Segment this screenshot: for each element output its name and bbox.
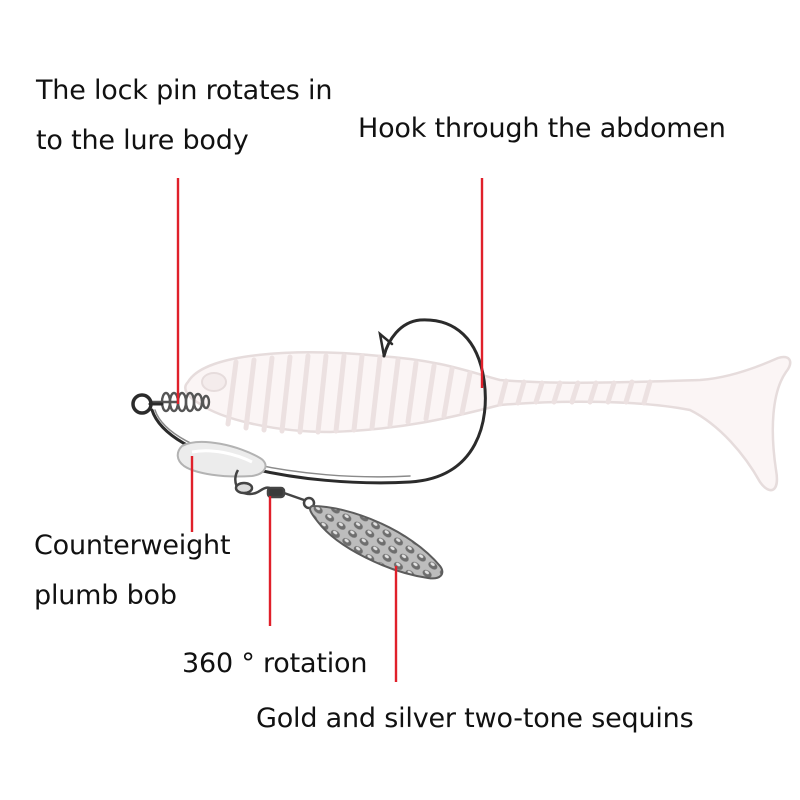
label-sequins: Gold and silver two-tone sequins xyxy=(256,703,694,734)
hook-eye xyxy=(131,393,153,415)
label-lock-pin-line2: to the lure body xyxy=(36,125,249,156)
lock-pin-spring xyxy=(152,391,211,413)
label-rotation: 360 ° rotation xyxy=(182,648,368,679)
spinner-blade xyxy=(309,504,444,580)
label-lock-pin: The lock pin rotates in to the lure body xyxy=(36,66,332,166)
label-lock-pin-line1: The lock pin rotates in xyxy=(36,75,333,106)
lure-eye xyxy=(201,372,227,392)
counterweight xyxy=(176,440,267,478)
label-counterweight-line2: plumb bob xyxy=(34,580,177,611)
label-counterweight: Counterweight plumb bob xyxy=(34,521,231,621)
label-hook: Hook through the abdomen xyxy=(358,113,726,144)
lure-body xyxy=(184,351,792,492)
hook xyxy=(131,318,487,485)
label-counterweight-line1: Counterweight xyxy=(34,530,231,561)
lure-ribs xyxy=(225,353,653,435)
swivel xyxy=(234,469,316,510)
